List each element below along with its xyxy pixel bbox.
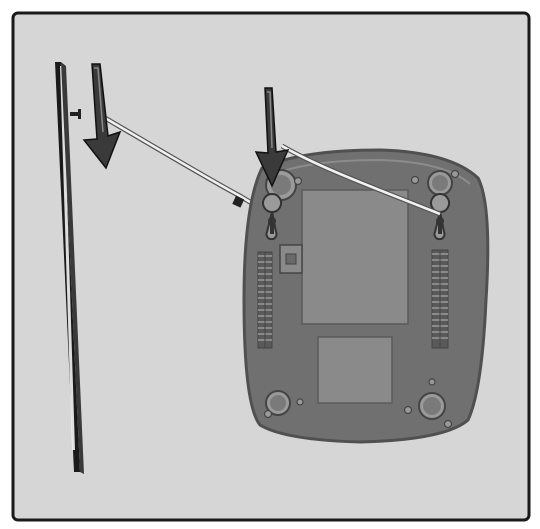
keyhole-slot-icon (430, 193, 451, 241)
vent-grille-left (257, 251, 273, 349)
wall (55, 62, 84, 474)
panel-large (301, 189, 409, 325)
vent-grille-right (431, 249, 449, 349)
screw-mark (232, 195, 245, 208)
down-arrow-icon (254, 87, 290, 188)
foot-bottom-right (418, 392, 446, 420)
screw-icon (70, 109, 81, 119)
panel-small (317, 336, 393, 404)
down-arrow-icon (82, 63, 122, 170)
screw-holes (263, 169, 460, 429)
keyhole-slot-icon (262, 193, 283, 241)
foot-top-right (427, 170, 453, 196)
connector-port (279, 244, 303, 274)
foot-bottom-left (265, 390, 291, 416)
